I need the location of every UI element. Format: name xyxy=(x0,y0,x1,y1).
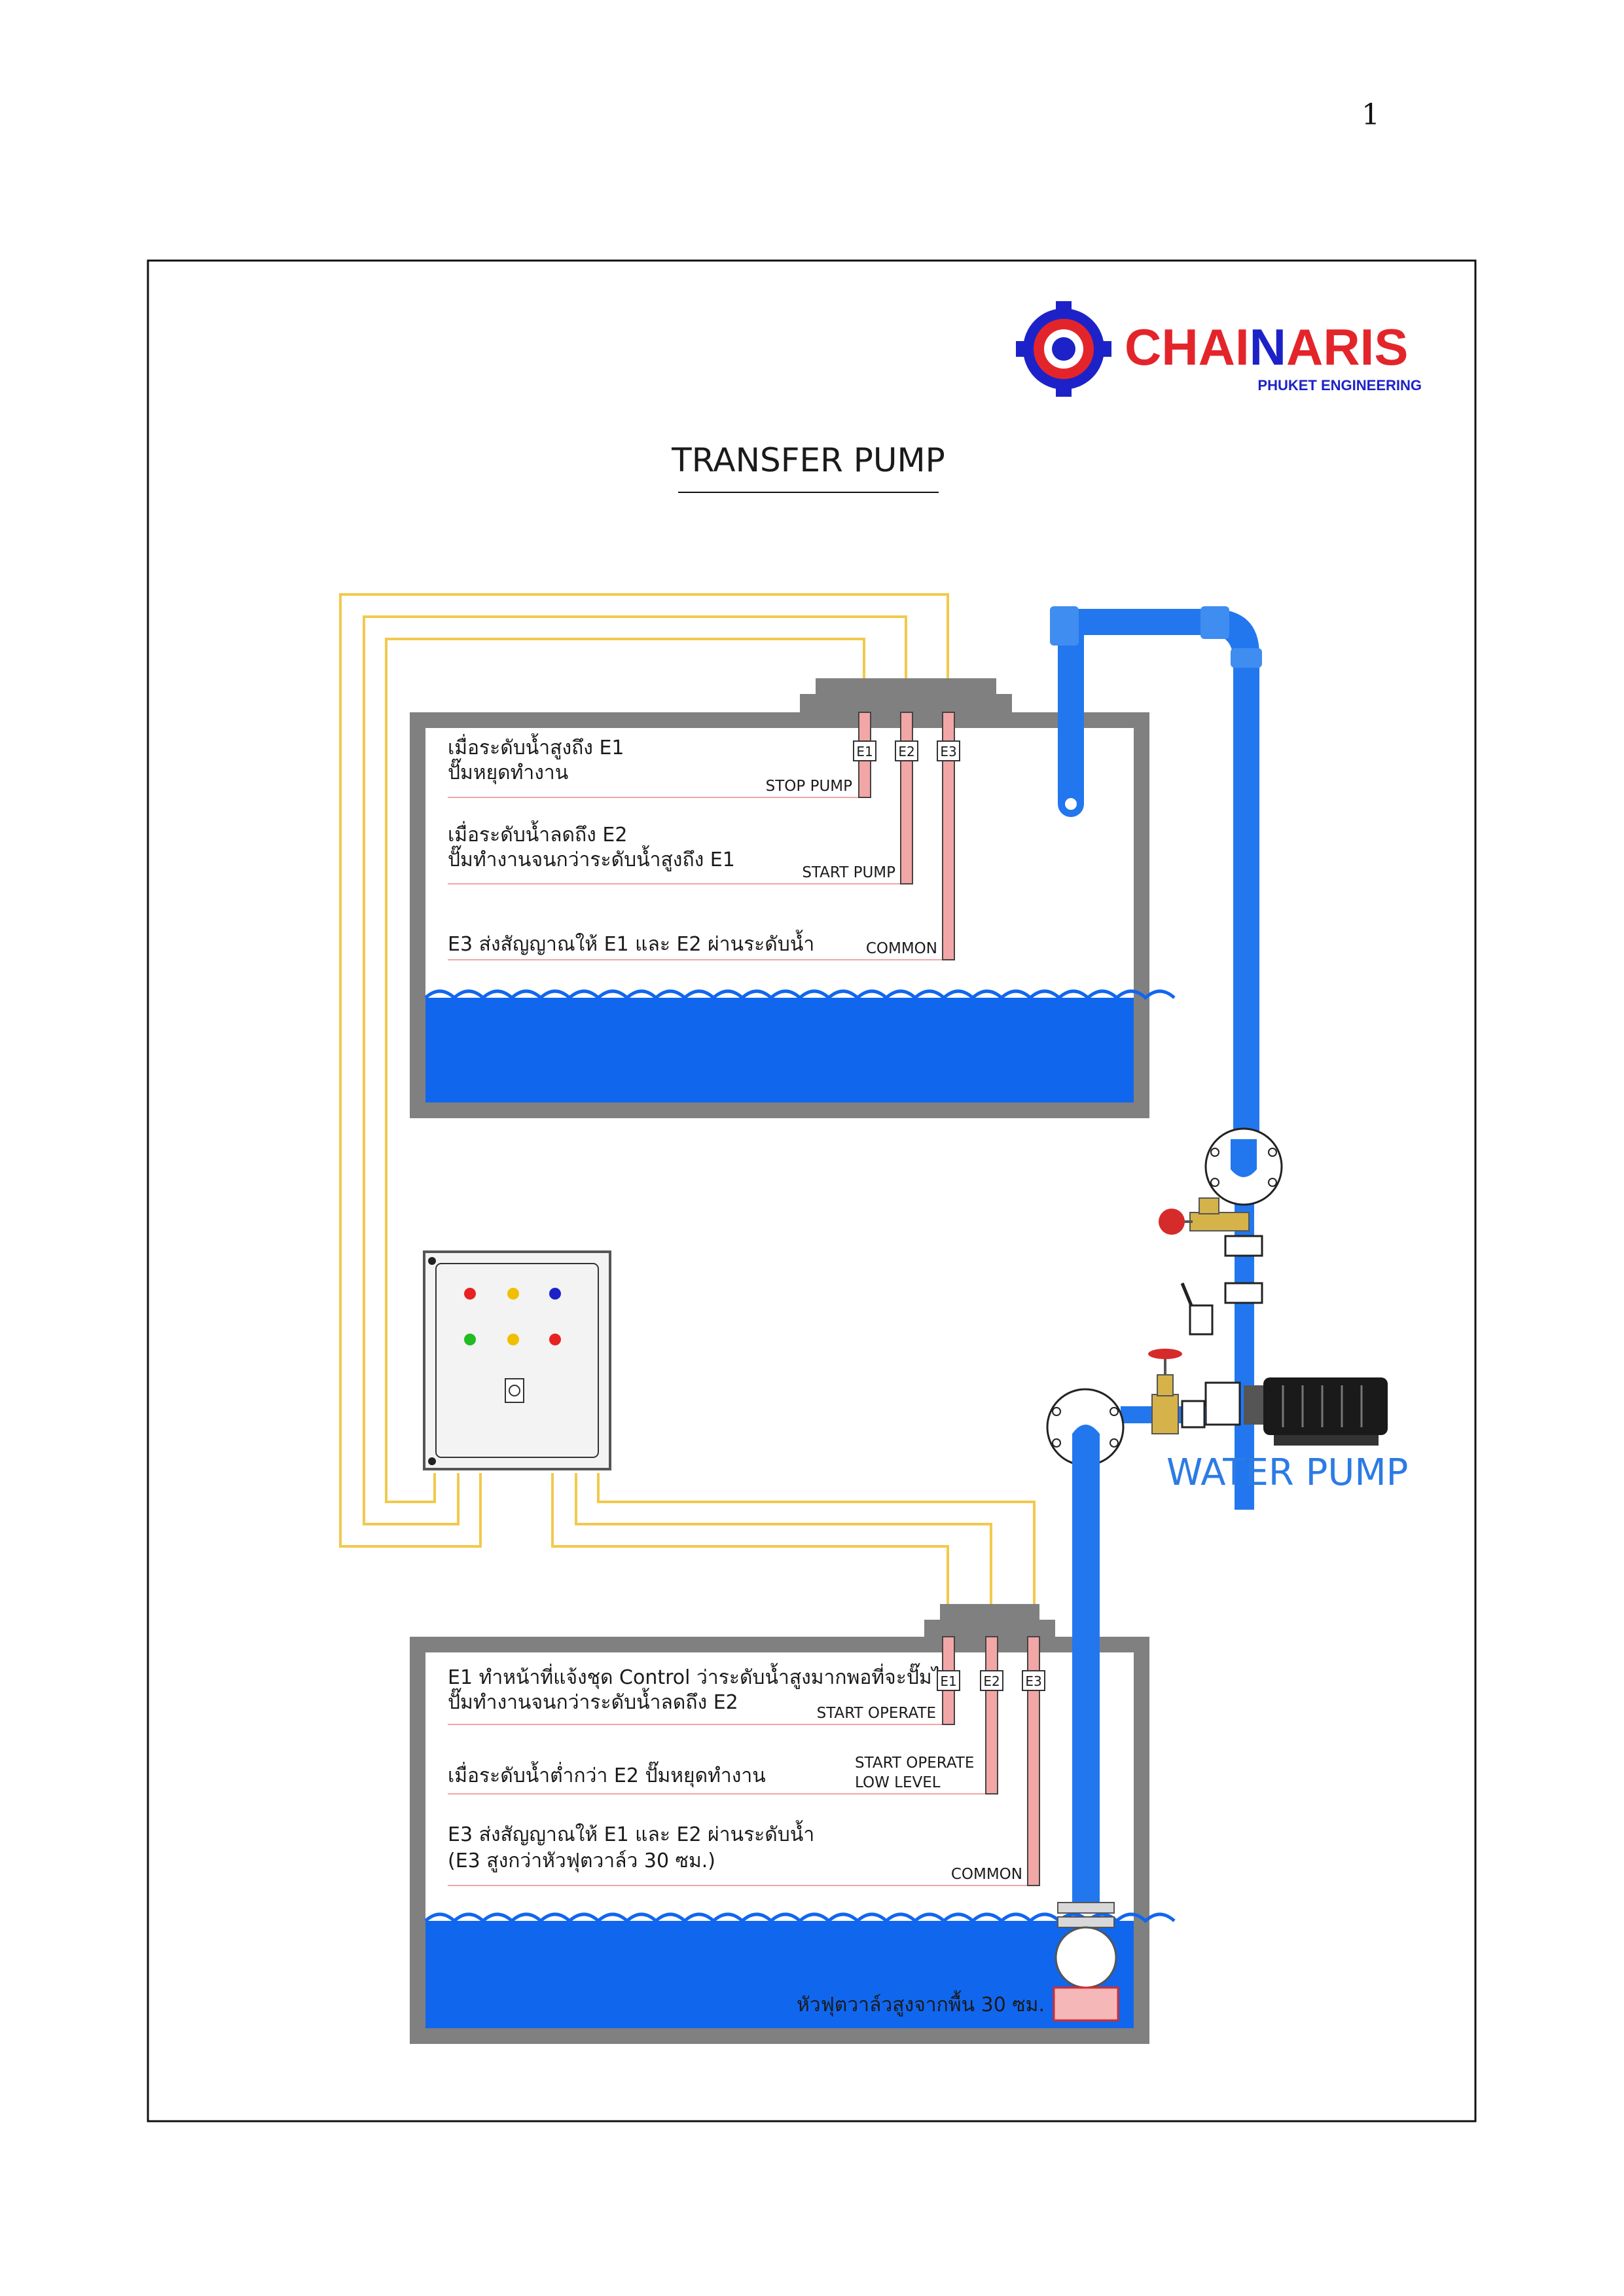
suction-pipe xyxy=(1046,1388,1125,2022)
chainaris-logo: CHAINARIS PHUKET ENGINEERING xyxy=(1016,301,1422,397)
indicator-lamps xyxy=(464,1288,561,1345)
lower-row1-line2: ปั๊มทำงานจนกว่าระดับน้ำลดถึง E2 xyxy=(448,1688,738,1714)
lower-electrode-e3: E3 xyxy=(1025,1673,1041,1689)
pump-label: WATER PUMP xyxy=(1166,1451,1408,1494)
upper-electrode-e2: E2 xyxy=(898,744,914,759)
logo-subtitle: PHUKET ENGINEERING xyxy=(1257,377,1422,393)
upper-row2-line2: ปั๊มทำงานจนกว่าระดับน้ำสูงถึง E1 xyxy=(448,845,735,871)
lower-tank: E1 ทำหน้าที่แจ้งชุด Control ว่าระดับน้ำส… xyxy=(410,1604,1176,2044)
selector-switch-icon xyxy=(505,1378,524,1403)
lower-tank-lid xyxy=(924,1604,1055,1637)
lower-row2-line1: เมื่อระดับน้ำต่ำกว่า E2 ปั๊มหยุดทำงาน xyxy=(448,1761,766,1788)
lower-tank-waves xyxy=(424,1912,1176,1923)
foot-valve-note: หัวฟุตวาล์วสูงจากพื้น 30 ซม. xyxy=(797,1990,1045,2017)
upper-row1-tag: STOP PUMP xyxy=(766,778,852,795)
lower-row3-line2: (E3 สูงกว่าหัวฟุตวาล์ว 30 ซม.) xyxy=(448,1850,715,1873)
upper-tank-water xyxy=(425,998,1134,1102)
lower-row2-tag: START OPERATE xyxy=(855,1755,974,1772)
lower-electrodes: E1 E2 E3 xyxy=(937,1636,1045,1886)
lower-row3-tag: COMMON xyxy=(951,1866,1022,1883)
logo-brand-prefix: CHAI xyxy=(1125,318,1250,376)
control-wires xyxy=(339,593,1036,1643)
upper-tank-waves xyxy=(424,989,1176,1000)
upper-electrodes: E1 E2 E3 xyxy=(853,712,960,960)
page-number: 1 xyxy=(1362,98,1380,132)
lower-tank-water xyxy=(425,1921,1134,2028)
lower-electrode-e2: E2 xyxy=(983,1673,1000,1689)
control-panel xyxy=(423,1250,611,1470)
upper-row2-line1: เมื่อระดับน้ำลดถึง E2 xyxy=(448,820,627,847)
svg-text:CHAINARIS: CHAINARIS xyxy=(1125,318,1408,376)
ball-valve xyxy=(1180,1283,1214,1336)
upper-row1-line2: ปั๊มหยุดทำงาน xyxy=(448,758,568,785)
upper-electrode-e1: E1 xyxy=(856,744,873,759)
upper-row3-tag: COMMON xyxy=(866,940,937,957)
logo-brand-suffix: ARIS xyxy=(1286,318,1408,376)
gate-valve-upper xyxy=(1159,1197,1263,1304)
upper-tank: เมื่อระดับน้ำสูงถึง E1 ปั๊มหยุดทำงาน STO… xyxy=(410,678,1176,1118)
lower-row3-line1: E3 ส่งสัญญาณให้ E1 และ E2 ผ่านระดับน้ำ xyxy=(448,1820,814,1846)
logo-brand-accent: N xyxy=(1250,318,1286,376)
upper-row3-line1: E3 ส่งสัญญาณให้ E1 และ E2 ผ่านระดับน้ำ xyxy=(448,930,814,956)
upper-row1-line1: เมื่อระดับน้ำสูงถึง E1 xyxy=(448,733,624,759)
gear-icon xyxy=(1016,301,1111,397)
lower-electrode-e1: E1 xyxy=(940,1673,956,1689)
upper-electrode-e3: E3 xyxy=(940,744,956,759)
water-pump xyxy=(1121,1349,1388,1446)
diagram-title: TRANSFER PUMP xyxy=(671,441,945,479)
flange-upper xyxy=(1204,1127,1283,1206)
lower-row1-line1: E1 ทำหน้าที่แจ้งชุด Control ว่าระดับน้ำส… xyxy=(448,1663,954,1690)
upper-row2-tag: START PUMP xyxy=(802,864,895,881)
lower-row2-tag2: LOW LEVEL xyxy=(855,1774,941,1791)
upper-tank-lid xyxy=(800,678,1012,712)
lower-row1-tag: START OPERATE xyxy=(817,1705,936,1722)
page-frame xyxy=(147,259,1477,2123)
